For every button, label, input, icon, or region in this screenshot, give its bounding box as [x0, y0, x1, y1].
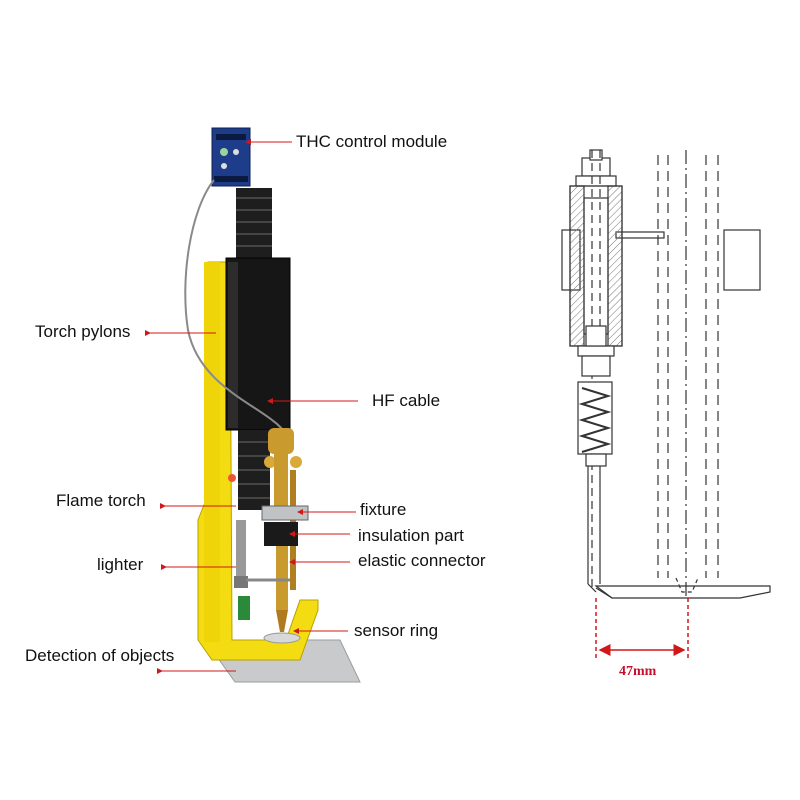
label-elastic-connector: elastic connector — [358, 551, 486, 570]
label-thc-control-module: THC control module — [296, 132, 448, 151]
label-insulation-part: insulation part — [358, 526, 464, 545]
label-fixture: fixture — [360, 500, 407, 519]
leader-lines — [145, 139, 358, 674]
lower-bellows — [238, 430, 270, 510]
fixture-clamp — [261, 505, 309, 521]
upper-bellows — [236, 188, 272, 260]
label-sensor-ring: sensor ring — [354, 621, 439, 640]
label-lighter: lighter — [97, 555, 144, 574]
drawing-spring — [577, 381, 613, 455]
lighter-assembly — [228, 474, 290, 620]
dimension-label: 47mm — [619, 664, 657, 679]
torch-tube — [276, 546, 288, 610]
label-hf-cable: HF cable — [372, 391, 441, 410]
label-flame-torch: Flame torch — [56, 491, 146, 510]
thc-control-module-box — [211, 127, 251, 187]
dimension-47mm — [595, 598, 689, 660]
sensor-ring-disc — [263, 632, 301, 644]
label-torch-pylons: Torch pylons — [35, 322, 131, 341]
torch-nozzle — [276, 610, 288, 632]
label-detection-of-objects: Detection of objects — [25, 646, 175, 665]
torch-machine-illustration — [184, 127, 361, 683]
technical-drawing — [561, 149, 771, 600]
